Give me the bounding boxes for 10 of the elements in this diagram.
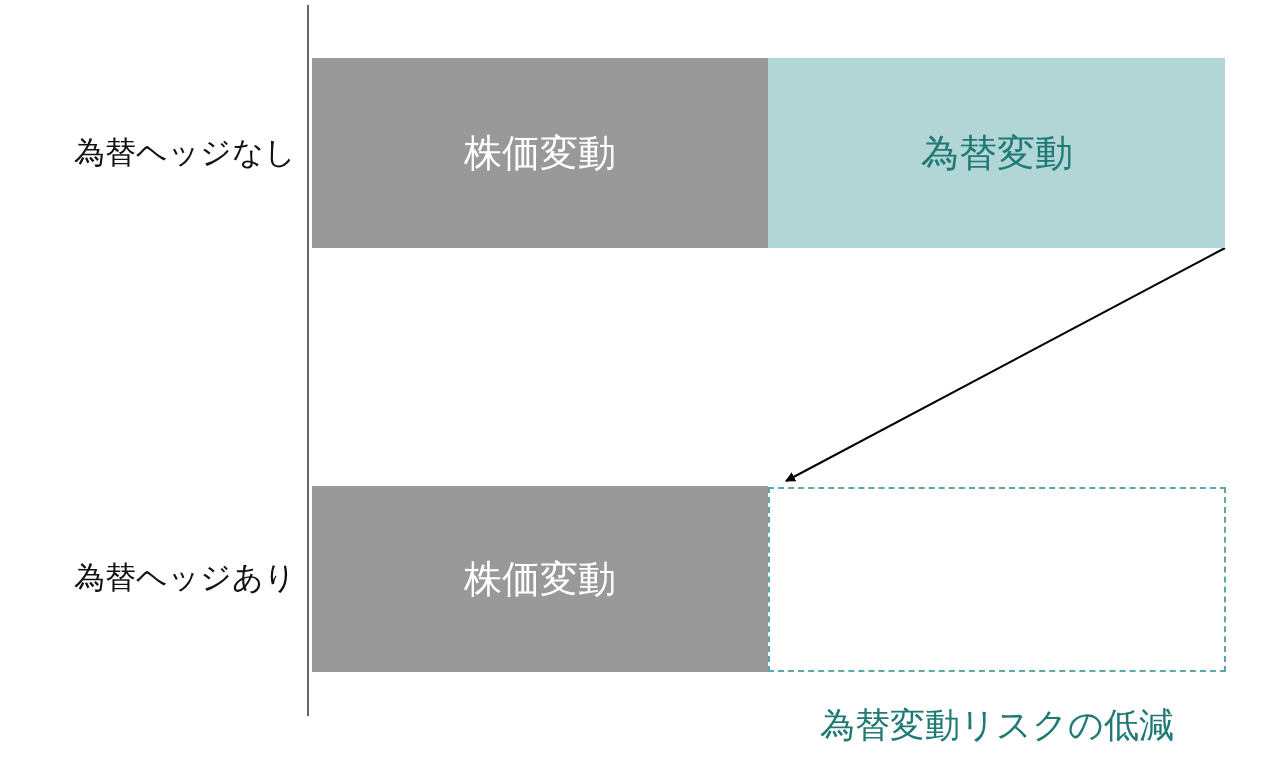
bar-segment [768,58,1225,248]
bar-segment [312,486,768,672]
row-label: 為替ヘッジなし [74,133,296,172]
segment-label: 為替変動 [920,129,1073,177]
arrow [785,247,1226,482]
segment-label: 株価変動 [464,129,616,177]
node-label: 為替変動リスクの低減 [820,704,1174,747]
segment-label: 株価変動 [464,555,616,603]
bar-segment [312,58,768,248]
row-label: 為替ヘッジあり [74,558,296,597]
